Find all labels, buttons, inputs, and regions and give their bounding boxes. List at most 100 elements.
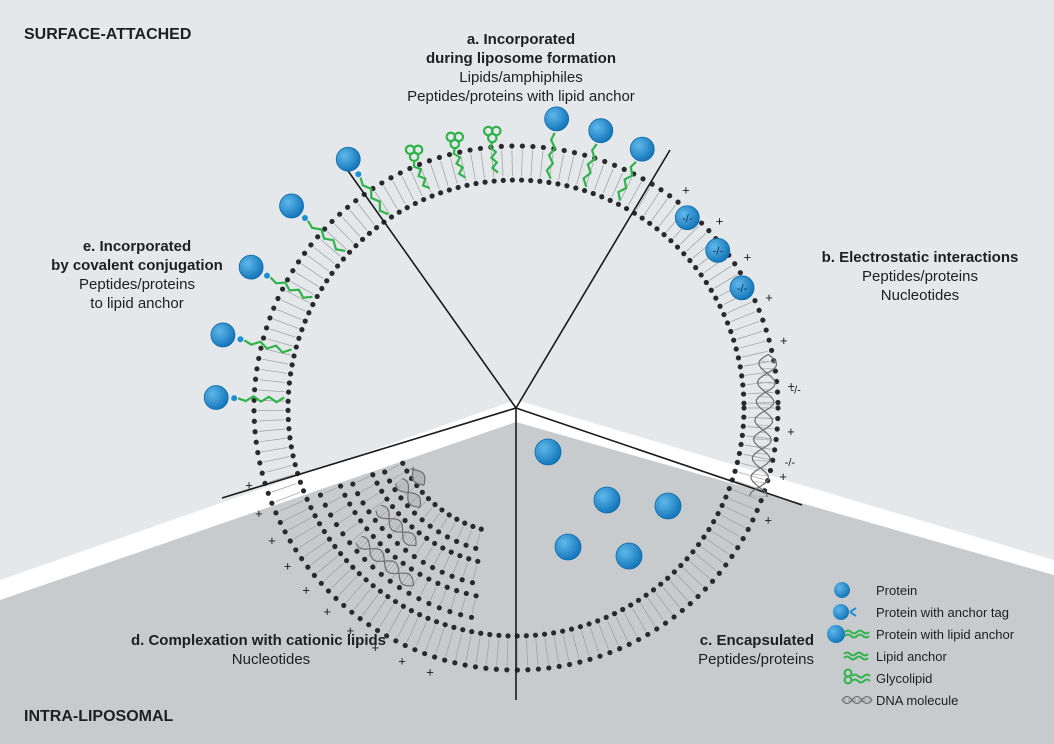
lamella-head <box>463 542 469 548</box>
lamella-head <box>352 509 358 516</box>
glycolipid-tail <box>412 160 431 190</box>
membrane-tail <box>475 637 481 663</box>
encapsulated-protein <box>593 486 621 514</box>
membrane-head <box>326 536 333 542</box>
membrane-head <box>289 362 295 368</box>
membrane-head <box>774 426 780 432</box>
membrane-head <box>693 265 699 271</box>
membrane-tail <box>261 447 288 453</box>
lamella-head <box>425 496 432 502</box>
complexed-dna-rung <box>412 541 417 546</box>
membrane-tail <box>430 164 440 190</box>
membrane-tail <box>731 311 756 322</box>
surface-dna-rung <box>759 360 777 363</box>
protein-with-lipid-anchor <box>588 118 614 144</box>
membrane-tail <box>598 624 609 649</box>
lamella-tail <box>461 597 466 611</box>
membrane-head <box>259 470 265 476</box>
section-a-heading-2: during liposome formation <box>426 50 616 67</box>
lamella-head <box>350 481 356 487</box>
complexed-dna-rung <box>416 476 425 484</box>
membrane-tail <box>727 301 752 314</box>
lamella-head <box>387 578 393 584</box>
membrane-head <box>551 630 557 636</box>
lamella-head <box>448 549 454 555</box>
membrane-head <box>285 416 291 423</box>
protein-anchor-tag-icon <box>826 601 876 623</box>
membrane-head <box>251 408 257 414</box>
complexed-dna-rung <box>407 493 416 501</box>
sector-dividers <box>221 149 803 700</box>
lamella-tail <box>420 582 428 596</box>
lamella-head <box>364 526 370 532</box>
membrane-tail <box>260 369 287 374</box>
membrane-tail <box>680 225 699 245</box>
membrane-head <box>518 177 525 183</box>
membrane-head <box>300 488 307 494</box>
membrane-tail <box>267 338 293 347</box>
membrane-head <box>654 226 660 232</box>
membrane-head <box>426 158 433 164</box>
lamella-head <box>392 487 398 493</box>
legend-item-dna: DNA molecule <box>826 689 1052 711</box>
membrane-head <box>251 418 257 424</box>
region-title-intra: INTRA-LIPOSOMAL <box>24 708 174 725</box>
plus-charge: + <box>302 582 310 597</box>
glycolipid-tail <box>489 141 499 174</box>
section-e-heading-2: by covalent conjugation <box>51 257 223 274</box>
membrane-tail <box>636 187 651 210</box>
membrane-tail <box>283 509 308 522</box>
membrane-head <box>287 435 293 441</box>
protein-charge-label: -/- <box>713 245 724 257</box>
lamella-head <box>384 548 391 554</box>
lamella-tail <box>440 518 448 529</box>
membrane-head <box>436 154 442 161</box>
protein-charge-label: -/- <box>682 213 693 225</box>
membrane-head <box>366 622 372 628</box>
membrane-tail <box>576 158 584 185</box>
membrane-head <box>359 236 366 242</box>
membrane-head <box>774 389 781 395</box>
lamella-head <box>403 547 409 553</box>
membrane-head <box>729 553 735 559</box>
membrane-head <box>525 667 531 673</box>
membrane-tail <box>401 176 414 200</box>
lamella-head <box>419 489 425 495</box>
membrane-head <box>402 642 408 649</box>
membrane-head <box>675 199 681 205</box>
membrane-head <box>571 150 578 156</box>
membrane-head <box>709 578 716 584</box>
membrane-head <box>337 551 344 557</box>
lipid-anchor-icon <box>826 645 876 667</box>
membrane-tail <box>425 625 436 650</box>
lamella-tail <box>443 555 450 569</box>
membrane-head <box>322 226 328 232</box>
lamella-tail <box>392 472 404 480</box>
membrane-head <box>654 626 660 632</box>
membrane-head <box>587 656 593 662</box>
membrane-tail <box>590 627 600 653</box>
membrane-head <box>379 180 385 186</box>
membrane-head <box>505 633 511 639</box>
membrane-head <box>498 143 504 150</box>
membrane-head <box>658 581 664 587</box>
complexed-dna-strand <box>380 504 417 546</box>
complexed-dna-rung <box>370 548 376 555</box>
membrane-tail <box>266 465 292 473</box>
conjugated-lipid-anchor <box>243 339 292 354</box>
membrane-head <box>349 609 355 615</box>
complexed-dna-rung <box>357 537 366 547</box>
membrane-tail <box>370 599 386 622</box>
membrane-head <box>695 593 701 600</box>
membrane-tail <box>324 562 344 581</box>
membrane-head <box>252 387 258 393</box>
membrane-head <box>314 293 320 300</box>
section-e-line-1: Peptides/proteins <box>79 276 195 293</box>
lamella-tail <box>432 512 440 524</box>
encapsulated-protein <box>615 542 643 570</box>
complexed-dna-rung <box>408 494 418 502</box>
membrane-head <box>256 355 262 362</box>
membrane-head <box>333 595 339 601</box>
membrane-head <box>546 179 552 185</box>
